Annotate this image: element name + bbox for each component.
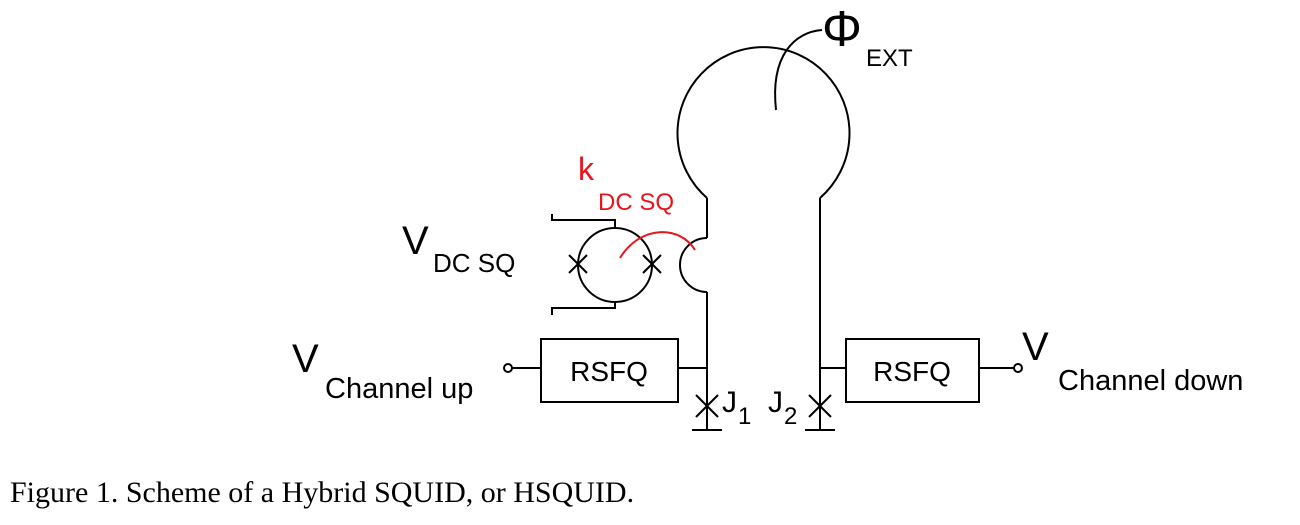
- vup-subscript: Channel up: [325, 373, 473, 405]
- coupling-bump: [679, 237, 708, 293]
- terminal-down: [1013, 363, 1023, 373]
- dc-squid-junction-right: [642, 254, 662, 274]
- pickup-loop: [676, 46, 851, 199]
- j2-subscript: 2: [784, 403, 797, 430]
- rsfq-label-left: RSFQ: [570, 356, 648, 387]
- dc-squid-lead-bottom: [551, 302, 616, 315]
- junction-j2: [805, 394, 835, 431]
- vdown-subscript: Channel down: [1058, 365, 1243, 397]
- j1-symbol: J: [722, 386, 737, 419]
- vdown-symbol: V: [1022, 325, 1049, 369]
- coupling-arc: [619, 231, 696, 259]
- flux-indicator: [774, 29, 823, 111]
- k-symbol: k: [578, 151, 595, 187]
- dc-squid-loop: [577, 227, 653, 303]
- terminal-up: [503, 363, 513, 373]
- j1-subscript: 1: [738, 403, 751, 430]
- junction-j1: [692, 394, 722, 431]
- phi-subscript: EXT: [866, 45, 913, 72]
- vup-symbol: V: [292, 337, 319, 381]
- j2-symbol: J: [768, 386, 783, 419]
- dc-squid-junction-left: [568, 254, 588, 274]
- rsfq-label-right: RSFQ: [873, 356, 951, 387]
- rsfq-box-left: [540, 338, 679, 403]
- rsfq-box-right: [845, 338, 980, 403]
- vdc-subscript: DC SQ: [433, 248, 515, 278]
- k-subscript: DC SQ: [598, 189, 674, 216]
- figure-caption: Figure 1. Scheme of a Hybrid SQUID, or H…: [10, 476, 634, 509]
- dc-squid-lead-top: [551, 214, 616, 228]
- phi-symbol: Φ: [822, 1, 862, 57]
- vdc-symbol: V: [402, 219, 429, 263]
